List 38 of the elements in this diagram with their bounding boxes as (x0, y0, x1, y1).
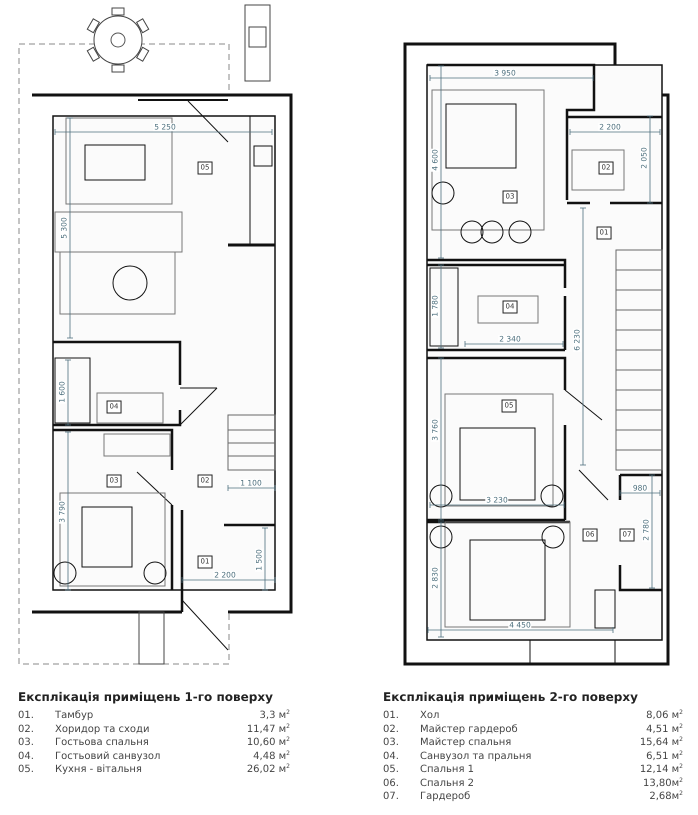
room-index: 03. (383, 737, 399, 749)
room-name: Гостьовий санвузол (55, 750, 160, 762)
table-heading: Експлікація приміщень 2-го поверху (383, 690, 638, 704)
room-index: 01. (18, 710, 34, 722)
room-index: 02. (383, 724, 399, 736)
room-name: Кухня - вітальня (55, 764, 142, 776)
room-name: Спальня 2 (420, 778, 474, 790)
room-area: 15,64 м$^{2}$ (640, 737, 683, 749)
room-name: Гардероб (420, 791, 470, 803)
room-area: 3,3 м$^{2}$ (260, 710, 290, 722)
room-index: 01. (383, 710, 399, 722)
room-name: Гостьова спальня (55, 737, 149, 749)
room-name: Спальня 1 (420, 764, 474, 776)
room-index: 02. (18, 724, 34, 736)
room-area: 4,48 м$^{2}$ (253, 750, 290, 762)
room-name: Майстер спальня (420, 737, 512, 749)
room-name: Хол (420, 710, 440, 722)
room-index: 07. (383, 791, 399, 803)
room-index: 04. (383, 750, 399, 762)
room-index: 05. (18, 764, 34, 776)
room-index: 04. (18, 750, 34, 762)
table-heading: Експлікація приміщень 1-го поверху (18, 690, 273, 704)
room-area: 6,51 м$^{2}$ (646, 750, 683, 762)
room-name: Тамбур (55, 710, 94, 722)
room-area: 11,47 м$^{2}$ (246, 724, 290, 736)
room-area: 12,14 м$^{2}$ (640, 764, 683, 776)
room-area: 26,02 м$^{2}$ (246, 764, 290, 776)
room-area: 10,60 м$^{2}$ (246, 737, 290, 749)
room-area: 8,06 м$^{2}$ (646, 710, 683, 722)
room-index: 05. (383, 764, 399, 776)
room-index: 06. (383, 778, 399, 790)
room-name: Майстер гардероб (420, 724, 518, 736)
room-area: 4,51 м$^{2}$ (646, 724, 683, 736)
room-index: 03. (18, 737, 34, 749)
room-name: Санвузол та пральня (420, 750, 532, 762)
room-area: 2,68м$^{2}$ (649, 791, 683, 803)
room-name: Хоридор та сходи (55, 724, 150, 736)
room-area: 13,80м$^{2}$ (643, 778, 683, 790)
